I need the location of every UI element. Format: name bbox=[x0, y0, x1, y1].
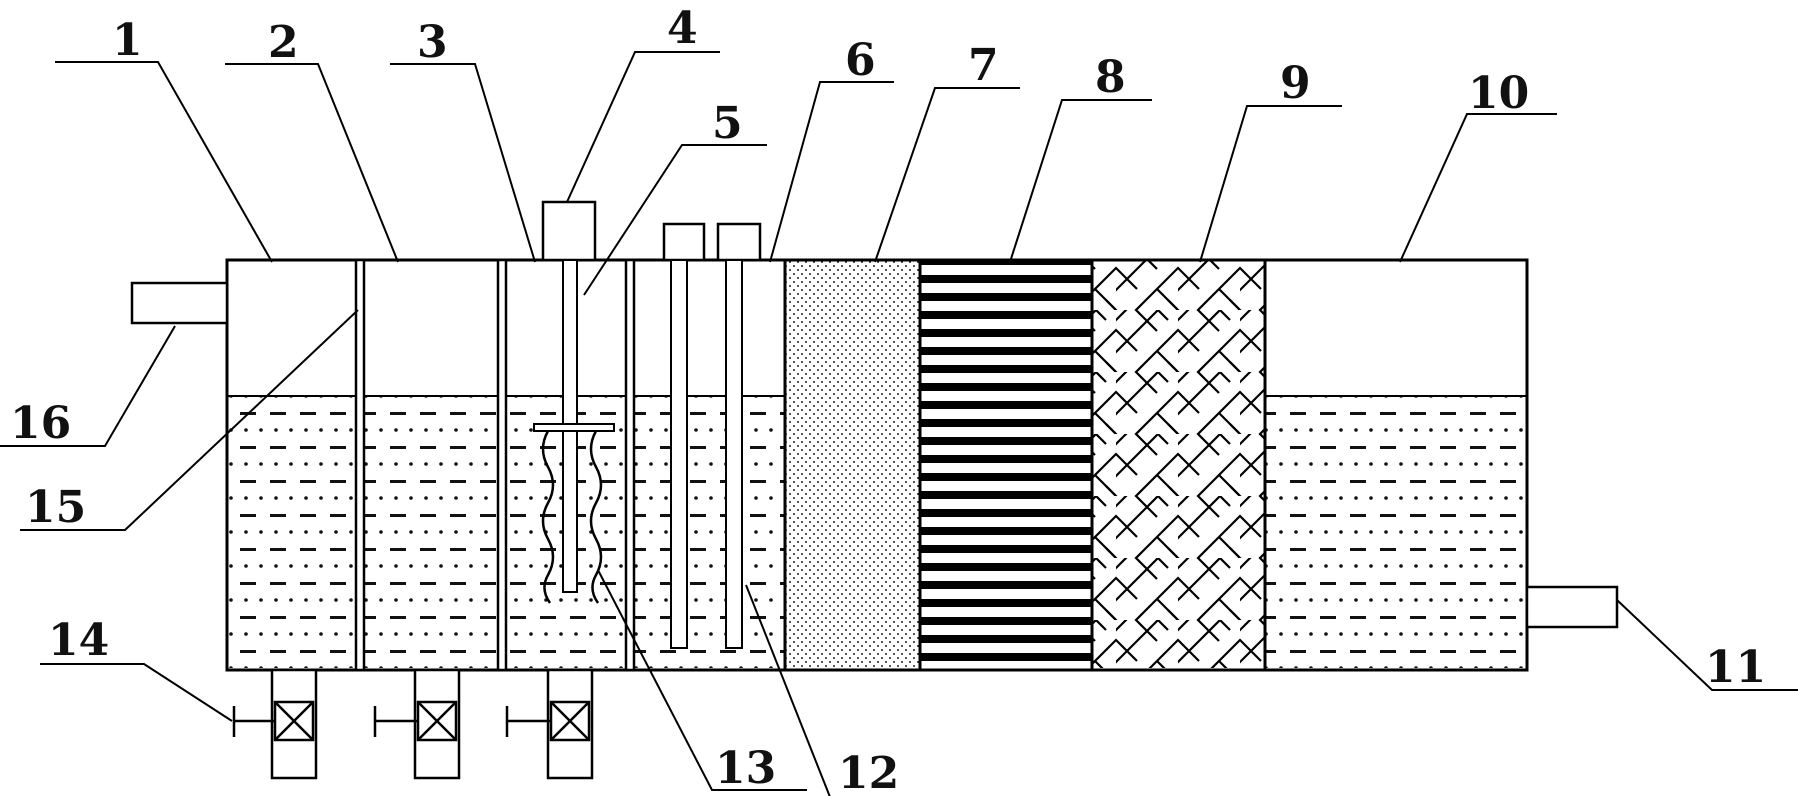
water-chamber-1 bbox=[229, 396, 355, 668]
label-9: 9 bbox=[1280, 58, 1311, 109]
stirrer-plate bbox=[533, 423, 615, 432]
stirrer-blade-left bbox=[541, 430, 555, 604]
outlet-pipe bbox=[1525, 585, 1619, 629]
drain-valve-2 bbox=[373, 668, 461, 780]
label-11: 11 bbox=[1705, 642, 1766, 693]
tank-outline bbox=[225, 258, 1529, 672]
filter-layer-9 bbox=[1092, 260, 1265, 668]
label-10: 10 bbox=[1468, 68, 1529, 119]
label-15: 15 bbox=[25, 482, 86, 533]
label-14: 14 bbox=[48, 615, 109, 666]
label-4: 4 bbox=[667, 3, 698, 54]
label-3: 3 bbox=[417, 17, 448, 68]
label-2: 2 bbox=[268, 17, 299, 68]
leader-lines bbox=[0, 51, 1798, 796]
label-7: 7 bbox=[968, 40, 999, 91]
stirrer-blade-right bbox=[589, 430, 603, 604]
label-13: 13 bbox=[715, 743, 776, 794]
electrode-cap-right bbox=[716, 222, 762, 262]
label-6: 6 bbox=[845, 35, 876, 86]
label-1: 1 bbox=[112, 15, 143, 66]
motor-box bbox=[541, 200, 597, 262]
label-5: 5 bbox=[712, 98, 743, 149]
drain-valve-3 bbox=[505, 668, 594, 780]
electrode-rod-right bbox=[725, 259, 743, 649]
label-16: 16 bbox=[10, 398, 71, 449]
partition-walls bbox=[354, 258, 636, 672]
label-8: 8 bbox=[1095, 52, 1126, 103]
inlet-pipe bbox=[130, 281, 229, 325]
electrode-rod-left bbox=[670, 259, 688, 649]
water-chamber-2 bbox=[365, 396, 497, 668]
drain-valve-1 bbox=[232, 668, 318, 780]
water-chamber-10 bbox=[1265, 396, 1527, 668]
label-12: 12 bbox=[838, 748, 899, 796]
electrode-cap-left bbox=[662, 222, 706, 262]
filter-layer-7 bbox=[785, 260, 920, 668]
filter-layer-8 bbox=[920, 260, 1092, 668]
